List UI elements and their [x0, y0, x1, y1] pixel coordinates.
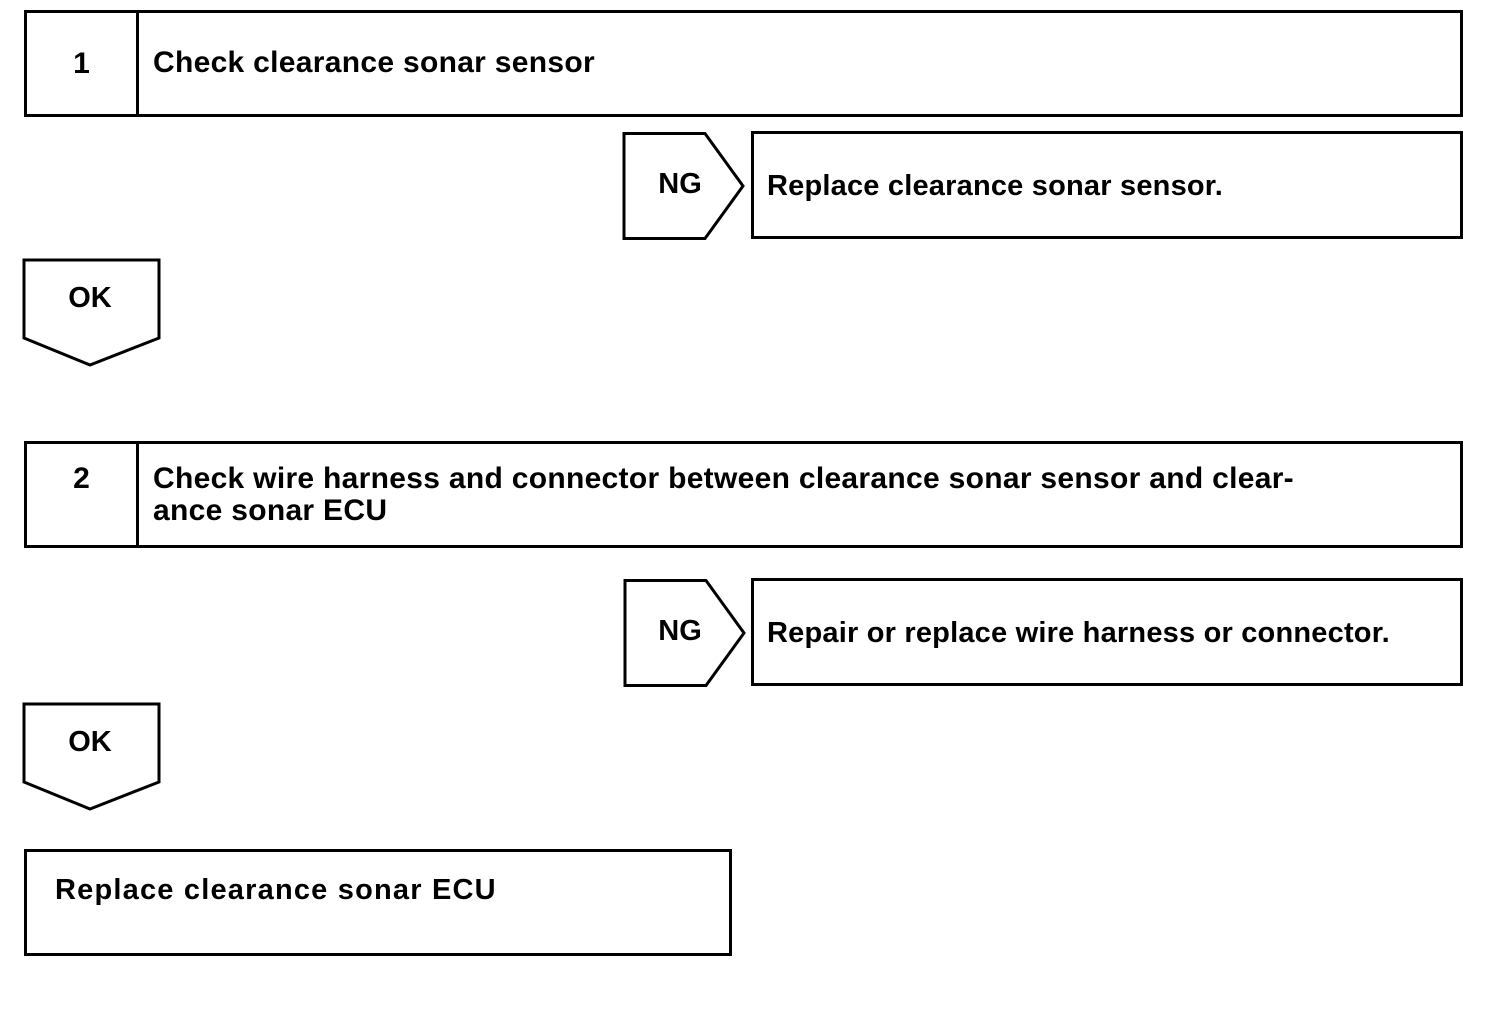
ok-label-2: OK: [68, 726, 112, 758]
step-1-number: 1: [27, 13, 139, 114]
step-2-text-line-1: Check wire harness and connector between…: [153, 462, 1294, 495]
final-action-text: Replace clearance sonar ECU: [55, 874, 497, 906]
ok-label-1: OK: [68, 282, 112, 314]
step-1-text: Check clearance sonar sensor: [153, 46, 595, 79]
ok-arrow-2: [22, 702, 161, 811]
final-action-box: Replace clearance sonar ECU: [24, 849, 732, 956]
step-2-box: 2 Check wire harness and connector betwe…: [24, 441, 1463, 548]
ok-arrow-1: [22, 258, 161, 367]
step-2-number: 2: [27, 444, 139, 545]
step-2-text-line-2: ance sonar ECU: [153, 494, 388, 527]
action-2-box: Repair or replace wire harness or connec…: [751, 578, 1463, 686]
ng-arrow-2: [623, 579, 746, 687]
action-1-box: Replace clearance sonar sensor.: [751, 131, 1463, 239]
action-1-text: Replace clearance sonar sensor.: [767, 170, 1223, 202]
action-2-text: Repair or replace wire harness or connec…: [767, 617, 1390, 649]
ng-arrow-1: [622, 132, 745, 240]
step-1-box: 1 Check clearance sonar sensor: [24, 10, 1463, 117]
ng-label-2: NG: [658, 615, 702, 647]
step-2-text: Check wire harness and connector between…: [153, 463, 1420, 527]
ng-label-1: NG: [658, 168, 702, 200]
